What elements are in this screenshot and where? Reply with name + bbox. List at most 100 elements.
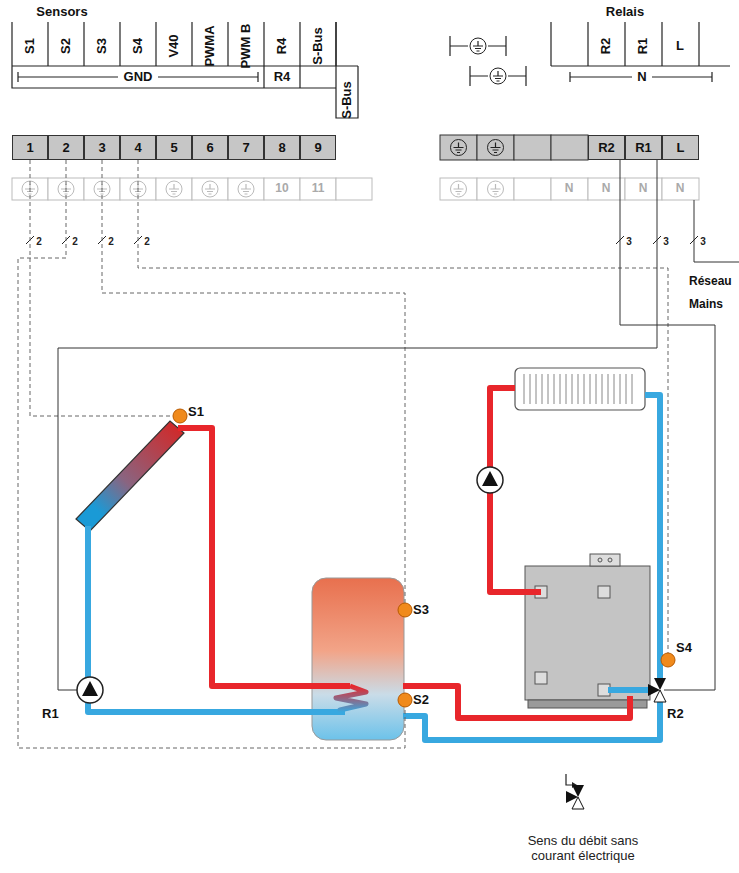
wire-count: 3 xyxy=(700,236,706,248)
boiler-knob xyxy=(608,558,612,562)
boiler-panel xyxy=(590,554,620,566)
terminal-number: R2 xyxy=(598,140,615,155)
header-line xyxy=(12,22,358,118)
terminal: 8 xyxy=(264,135,300,160)
connectors xyxy=(18,160,715,748)
component-label: S4 xyxy=(676,640,692,655)
terminal: 3 xyxy=(84,135,120,160)
terminal-strip xyxy=(12,135,699,200)
return-pipe xyxy=(403,702,660,740)
radiator-fin xyxy=(578,374,579,404)
header-line xyxy=(119,22,120,66)
wire-count: 3 xyxy=(626,236,632,248)
ground-symbol xyxy=(166,181,182,197)
terminal-number: N xyxy=(565,182,574,196)
legend-note: Sens du débit sans courant électrique xyxy=(513,834,653,864)
boiler-port xyxy=(598,586,610,598)
radiator-fin xyxy=(590,374,591,404)
radiator-fin xyxy=(524,374,525,404)
header-label: Sensors xyxy=(36,5,87,20)
boiler xyxy=(525,566,650,700)
ground-terminal-cell xyxy=(264,178,300,200)
temperature-sensor: S1 xyxy=(172,404,212,428)
return-pipe xyxy=(88,526,345,712)
flow-pipe xyxy=(178,428,350,686)
valve-symbol xyxy=(572,785,584,797)
pump-symbol xyxy=(477,467,503,493)
terminal: 1 xyxy=(12,135,48,160)
wire-count: 2 xyxy=(108,236,114,248)
header-line xyxy=(550,22,551,66)
temperature-sensor: S3 xyxy=(397,598,437,622)
terminal: 7 xyxy=(228,135,264,160)
radiator-fin xyxy=(626,374,627,404)
radiator-fins xyxy=(524,374,632,404)
radiator-fin xyxy=(542,374,543,404)
ground-symbol xyxy=(169,184,179,194)
terminal-number: 8 xyxy=(278,140,285,155)
pin-name: N xyxy=(637,70,646,85)
terminal-number: 5 xyxy=(170,140,177,155)
terminal: 5 xyxy=(156,135,192,160)
component-label: R2 xyxy=(667,706,684,721)
ground-symbol xyxy=(490,68,506,84)
pin-name: S4 xyxy=(131,38,146,54)
terminal-number: N xyxy=(639,182,648,196)
wire-count: 2 xyxy=(36,236,42,248)
pin-name: V40 xyxy=(167,34,182,57)
flow-pipe xyxy=(403,686,630,718)
radiator-fin xyxy=(548,374,549,404)
wire-count-tick xyxy=(690,236,698,244)
sensor-wire xyxy=(18,160,405,748)
radiator-fin xyxy=(584,374,585,404)
ground-symbol xyxy=(238,181,254,197)
radiator-fin xyxy=(596,374,597,404)
component-label: R1 xyxy=(42,706,59,721)
heat-exchanger-coil xyxy=(336,686,366,712)
pin-name: L xyxy=(676,39,684,54)
header-line xyxy=(263,22,264,66)
header-label: Relais xyxy=(606,5,644,20)
terminal-number: N xyxy=(676,182,685,196)
pin-name: S3 xyxy=(95,38,110,54)
sensor-wire xyxy=(138,160,668,653)
terminal: 9 xyxy=(300,135,336,160)
neutral-terminal-cell xyxy=(588,178,625,200)
terminal-number: 6 xyxy=(206,140,213,155)
pin-name: PWMA xyxy=(203,25,218,66)
pin-name: S2 xyxy=(59,38,74,54)
radiator xyxy=(515,368,645,410)
pin-name: GND xyxy=(124,70,153,85)
wire-count: 2 xyxy=(72,236,78,248)
ground-symbol xyxy=(454,143,464,153)
terminal-cell xyxy=(551,135,588,160)
pump-symbol xyxy=(482,471,498,486)
terminal: 4 xyxy=(120,135,156,160)
radiator-fin xyxy=(536,374,537,404)
ground-symbol xyxy=(488,181,504,197)
header-line xyxy=(299,22,300,66)
header-line xyxy=(155,22,156,66)
radiator-fin xyxy=(530,374,531,404)
header-line xyxy=(450,36,506,56)
mains-wire xyxy=(694,200,739,262)
ground-terminal-cell xyxy=(336,178,372,200)
component-label: S1 xyxy=(188,404,204,419)
wire-count: 3 xyxy=(663,236,669,248)
pin-name: PWM B xyxy=(239,24,254,69)
header-line xyxy=(227,22,228,66)
temperature-sensor: S2 xyxy=(397,688,437,712)
header-line xyxy=(661,22,662,66)
pin-name: S-Bus xyxy=(340,81,355,119)
ground-symbol xyxy=(202,181,218,197)
neutral-terminal-cell xyxy=(477,178,514,200)
header-line xyxy=(698,22,699,66)
ground-symbol xyxy=(205,184,215,194)
wire-marks xyxy=(26,200,739,262)
sensor-wire xyxy=(102,160,405,603)
legend-arrow xyxy=(566,774,572,785)
pin-name: R4 xyxy=(274,70,291,85)
neutral-terminal-cell xyxy=(662,178,699,200)
terminal-number: 3 xyxy=(98,140,105,155)
